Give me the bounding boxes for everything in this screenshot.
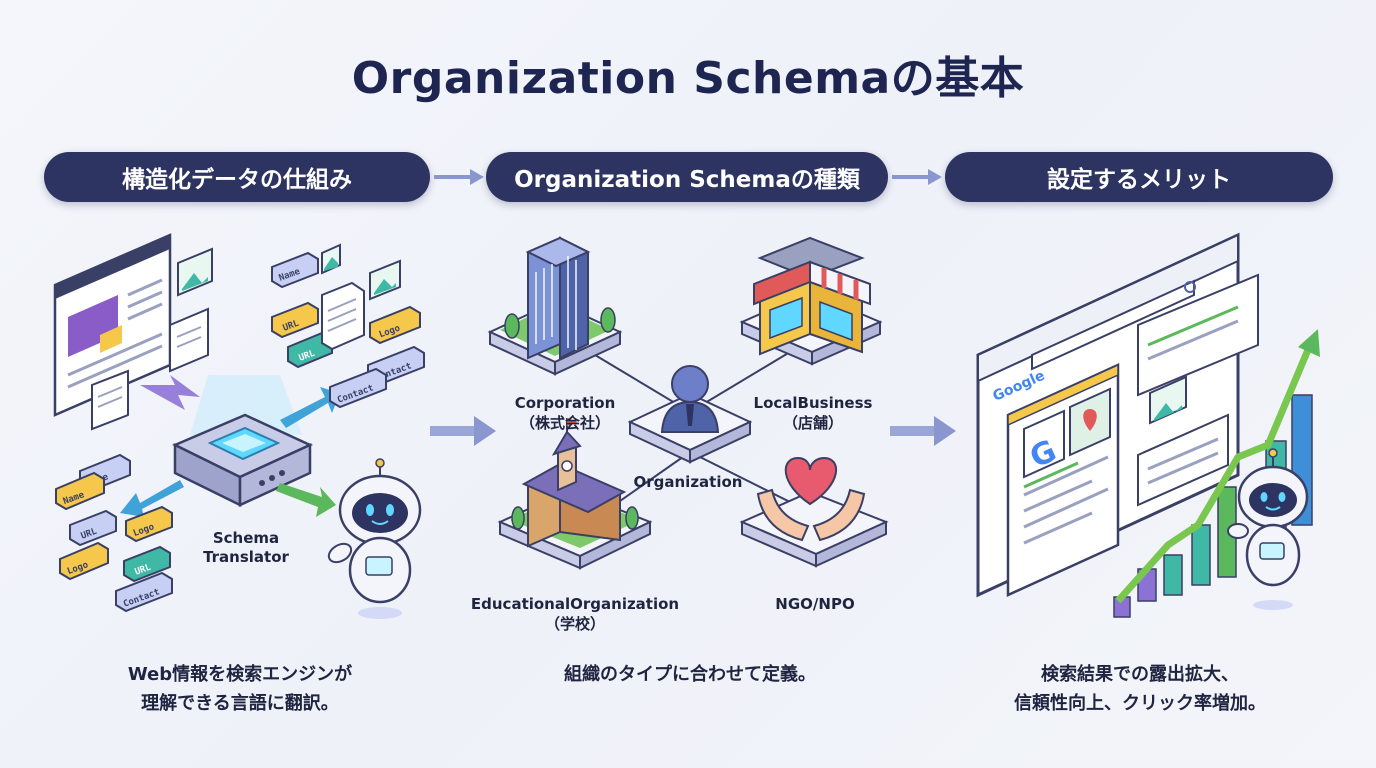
paper-icon (91, 307, 209, 431)
tag-cluster-bottom: Name Name URL Logo Logo URL Contact (55, 453, 173, 613)
robot-icon-right (1227, 448, 1309, 610)
corporation-name: Corporation (514, 394, 616, 412)
corporation-building-icon (487, 236, 623, 376)
section-header-mechanism: 構造化データの仕組み (44, 152, 430, 202)
light-beam (190, 375, 302, 435)
local-business-label: LocalBusiness （店舗） (748, 393, 878, 433)
output-arrow-right-icon (276, 483, 336, 517)
translator-label-line-1: Schema (212, 529, 280, 547)
flow-arrow-1 (430, 416, 496, 446)
corporation-sub: （株式会社） (519, 414, 610, 432)
description-mechanism: Web情報を検索エンジンが 理解できる言語に翻訳。 (80, 660, 400, 718)
tag-cluster-top: Name URL URL Logo Contact Contact (271, 243, 425, 409)
ngo-heart-hands-icon (739, 456, 889, 568)
search-icon (1184, 281, 1196, 293)
input-arrow-icon (140, 375, 200, 410)
output-arrow-left-icon (120, 480, 184, 517)
growth-arrow-icon (1115, 343, 1314, 604)
educational-name: EducationalOrganization (470, 595, 680, 613)
corporation-label: Corporation （株式会社） (500, 393, 630, 433)
search-benefits-illustration: Google G (976, 232, 1320, 618)
organization-center-icon (627, 365, 753, 464)
translator-label: Schema Translator (196, 529, 296, 567)
educational-school-icon (497, 418, 653, 570)
description-types-line-1: 組織のタイプに合わせて定義。 (564, 664, 816, 685)
output-arrow-up-icon (280, 387, 340, 428)
local-business-store-icon (739, 236, 883, 366)
description-benefits-line-1: 検索結果での露出拡大、 (1041, 664, 1239, 685)
content-cards (1137, 273, 1259, 507)
educational-label: EducationalOrganization （学校） (470, 594, 680, 634)
description-benefits: 検索結果での露出拡大、 信頼性向上、クリック率増加。 (980, 660, 1300, 718)
organization-types-diagram (487, 236, 889, 570)
description-benefits-line-2: 信頼性向上、クリック率増加。 (1014, 693, 1266, 714)
local-business-sub: （店舗） (782, 414, 843, 432)
local-business-name: LocalBusiness (753, 394, 873, 412)
page-title: Organization Schemaの基本 (351, 53, 1025, 104)
robot-icon (327, 458, 422, 619)
schema-translator-illustration: Name URL URL Logo Contact Contact Name N… (53, 233, 425, 619)
header-arrow-2 (892, 169, 942, 185)
organization-center-label: Organization (633, 473, 743, 491)
flow-arrow-2 (890, 416, 956, 446)
webpage-document-icon (53, 233, 172, 417)
translator-label-line-2: Translator (203, 548, 289, 566)
search-result-card: G (1006, 363, 1120, 597)
image-icon (177, 247, 213, 297)
translator-device-icon (172, 413, 313, 508)
header-arrow-1 (434, 169, 484, 185)
ngo-label: NGO/NPO (775, 595, 855, 613)
description-mechanism-line-1: Web情報を検索エンジンが (127, 664, 353, 685)
educational-sub: （学校） (544, 615, 605, 633)
description-mechanism-line-2: 理解できる言語に翻訳。 (141, 693, 339, 714)
description-types: 組織のタイプに合わせて定義。 (520, 660, 860, 689)
section-header-types: Organization Schemaの種類 (486, 152, 888, 202)
section-header-benefits: 設定するメリット (945, 152, 1333, 202)
